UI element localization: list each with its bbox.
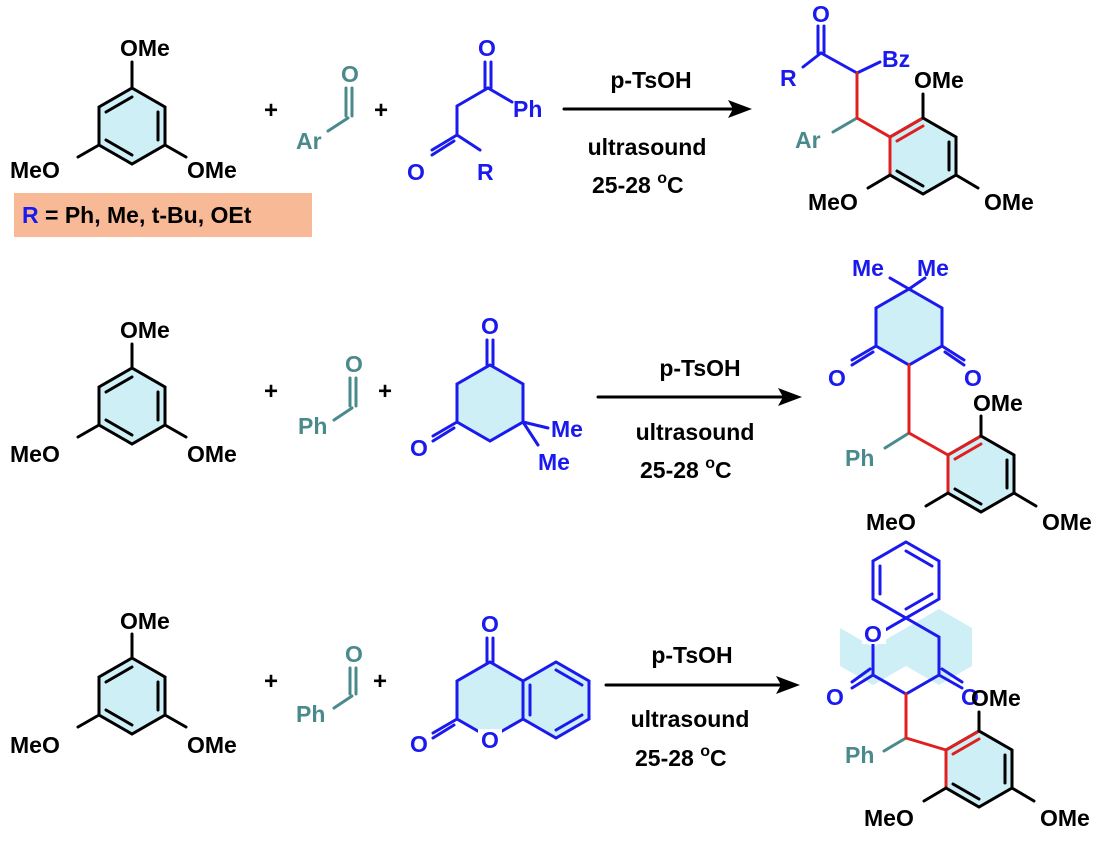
- methyl-label: Me: [551, 416, 583, 442]
- row3-trimethoxybenzene: OMe MeO OMe: [10, 608, 237, 758]
- row1-product: O R Bz Ar OMe MeO OMe: [780, 1, 1034, 215]
- carbonyl-o-label: O: [964, 365, 982, 391]
- row3-product: O O O Ph OMe MeO OMe: [826, 540, 1090, 831]
- aldehyde-group-label: Ar: [296, 128, 322, 154]
- condition-label: ultrasound: [636, 419, 755, 445]
- plus-sign: +: [264, 668, 278, 695]
- r-group-note-box: [14, 193, 312, 237]
- row3-hydroxycoumarin: O O O: [410, 611, 591, 757]
- carbonyl-o-label: O: [407, 159, 425, 185]
- aldehyde-o-label: O: [345, 641, 363, 667]
- ome-label: OMe: [914, 67, 964, 93]
- row1-diketone: O Ph O R: [407, 35, 542, 185]
- row1-trimethoxybenzene: OMe MeO OMe: [10, 35, 237, 183]
- ome-label: OMe: [187, 157, 237, 183]
- carbonyl-o-label: O: [410, 731, 428, 757]
- condition-label: ultrasound: [588, 134, 707, 160]
- methyl-label: Me: [917, 255, 949, 281]
- carbonyl-o-label: O: [478, 35, 496, 61]
- carbonyl-o-label: O: [828, 365, 846, 391]
- meo-label: MeO: [10, 732, 60, 758]
- ome-label: OMe: [120, 608, 170, 634]
- carbonyl-o-label: O: [481, 313, 499, 339]
- ring-o-label: O: [864, 621, 882, 647]
- carbonyl-o-label: O: [961, 684, 979, 710]
- meo-label: MeO: [864, 805, 914, 831]
- row2-dimedone: O O Me Me: [410, 313, 583, 475]
- r-label: R: [477, 159, 494, 185]
- carbonyl-o-label: O: [481, 611, 499, 637]
- ar-label: Ar: [795, 127, 821, 153]
- temperature-label: 25-28 oC: [635, 743, 727, 771]
- ome-label: OMe: [1040, 805, 1090, 831]
- aldehyde-o-label: O: [341, 61, 359, 87]
- aldehyde-group-label: Ph: [298, 413, 327, 439]
- ome-label: OMe: [1042, 509, 1092, 535]
- ome-label: OMe: [984, 189, 1034, 215]
- ome-label: OMe: [120, 35, 170, 61]
- meo-label: MeO: [10, 441, 60, 467]
- row2-trimethoxybenzene: OMe MeO OMe: [10, 317, 237, 467]
- aldehyde-o-label: O: [345, 351, 363, 377]
- meo-label: MeO: [808, 189, 858, 215]
- row1-aldehyde: O Ar: [296, 61, 359, 154]
- row2-benzaldehyde: O Ph: [298, 351, 363, 439]
- carbonyl-o-label: O: [410, 435, 428, 461]
- ome-label: OMe: [187, 732, 237, 758]
- plus-sign: +: [264, 378, 278, 405]
- phenyl-label: Ph: [845, 742, 874, 768]
- plus-sign: +: [373, 668, 387, 695]
- row2-product: Me Me O O Ph OMe MeO OMe: [828, 255, 1092, 535]
- meo-label: MeO: [866, 509, 916, 535]
- bz-label: Bz: [882, 46, 910, 72]
- reagent-label: p-TsOH: [659, 355, 740, 381]
- carbonyl-o-label: O: [812, 1, 830, 27]
- methyl-label: Me: [852, 255, 884, 281]
- temperature-label: 25-28 oC: [640, 455, 732, 483]
- temperature-label: 25-28 oC: [592, 170, 684, 198]
- arrow-head: [728, 100, 752, 118]
- condition-label: ultrasound: [631, 706, 750, 732]
- arrow-head: [776, 676, 800, 694]
- meo-label: MeO: [10, 157, 60, 183]
- phenyl-label: Ph: [513, 96, 542, 122]
- ome-label: OMe: [187, 441, 237, 467]
- plus-sign: +: [378, 378, 392, 405]
- carbonyl-o-label: O: [826, 684, 844, 710]
- row3-benzaldehyde: O Ph: [296, 641, 363, 727]
- aldehyde-group-label: Ph: [296, 701, 325, 727]
- reagent-label: p-TsOH: [651, 642, 732, 668]
- plus-sign: +: [264, 97, 278, 124]
- methyl-label: Me: [538, 449, 570, 475]
- plus-sign: +: [374, 97, 388, 124]
- ome-label: OMe: [120, 317, 170, 343]
- r-group-note: R = Ph, Me, t-Bu, OEt: [22, 202, 252, 228]
- phenyl-label: Ph: [845, 445, 874, 471]
- r-label: R: [780, 65, 797, 91]
- ome-label: OMe: [973, 390, 1023, 416]
- ome-label: OMe: [971, 685, 1021, 711]
- reagent-label: p-TsOH: [610, 67, 691, 93]
- arrow-head: [778, 388, 802, 406]
- ring-o-label: O: [481, 727, 499, 753]
